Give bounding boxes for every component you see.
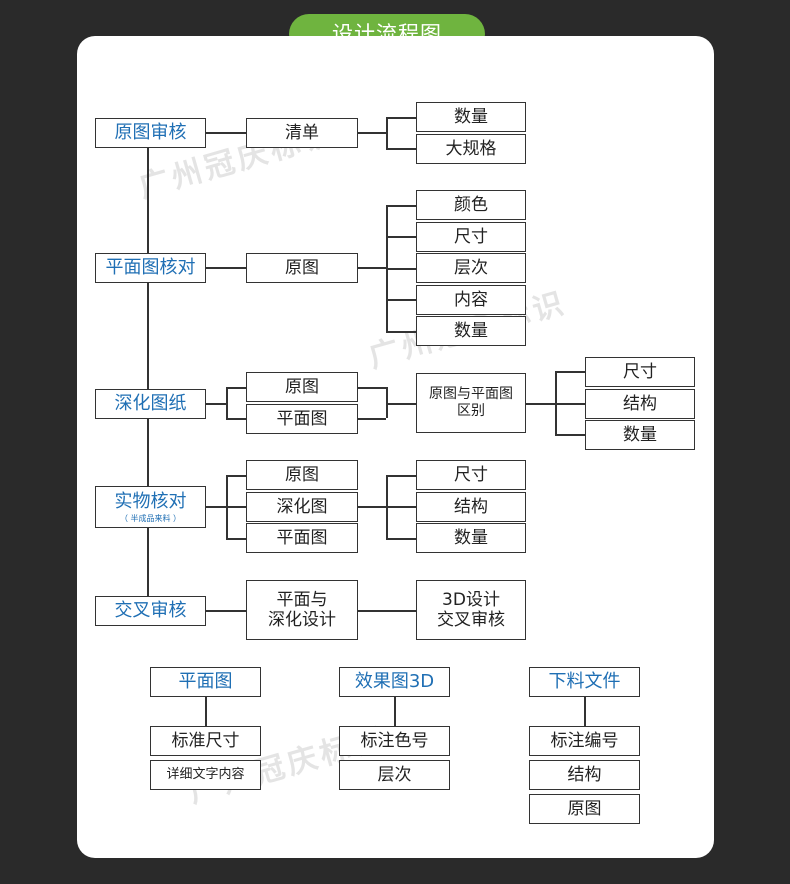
connector — [206, 610, 246, 612]
node-color: 颜色 — [416, 190, 526, 220]
node-size: 尺寸 — [416, 222, 526, 252]
connector — [226, 418, 246, 420]
node-large-spec: 大规格 — [416, 134, 526, 164]
connector — [555, 371, 585, 373]
node-original: 原图 — [246, 460, 358, 490]
connector — [358, 132, 386, 134]
mark-size: 标准尺寸 — [150, 726, 261, 756]
node-structure: 结构 — [416, 492, 526, 522]
node-plan: 平面图 — [246, 404, 358, 434]
node-quantity: 数量 — [585, 420, 695, 450]
stage-review-original: 原图审核 — [95, 118, 206, 148]
stage-physical-check: 实物核对 （ 半成品来料 ） — [95, 486, 206, 528]
stage-physical-check-note: （ 半成品来料 ） — [119, 513, 182, 523]
node-layer: 层次 — [416, 253, 526, 283]
mark-color: 标注色号 — [339, 726, 450, 756]
connector — [226, 506, 246, 508]
node-size: 尺寸 — [416, 460, 526, 490]
connector — [358, 387, 386, 389]
connector — [584, 696, 586, 726]
node-quantity: 数量 — [416, 316, 526, 346]
connector — [226, 387, 246, 389]
connector — [394, 696, 396, 726]
connector — [555, 403, 585, 405]
connector — [386, 506, 416, 508]
connector — [386, 538, 416, 540]
connector — [386, 236, 416, 238]
effect-3d-header: 效果图3D — [339, 667, 450, 697]
connector — [386, 299, 416, 301]
connector — [205, 696, 207, 726]
stage-plan-check: 平面图核对 — [95, 253, 206, 283]
connector — [206, 403, 226, 405]
connector — [206, 132, 246, 134]
node-size: 尺寸 — [585, 357, 695, 387]
connector — [555, 371, 557, 434]
connector — [358, 610, 416, 612]
connector — [525, 403, 555, 405]
stage-cross-review: 交叉审核 — [95, 596, 206, 626]
node-plan-deep-design: 平面与 深化设计 — [246, 580, 358, 640]
connector — [386, 387, 388, 418]
node-list: 清单 — [246, 118, 358, 148]
connector — [386, 117, 388, 148]
node-quantity: 数量 — [416, 523, 526, 553]
connector — [386, 148, 416, 150]
original: 原图 — [529, 794, 640, 824]
connector — [386, 475, 416, 477]
node-deepened: 深化图 — [246, 492, 358, 522]
spine-line — [147, 147, 149, 598]
connector — [226, 387, 228, 418]
file-header: 下料文件 — [529, 667, 640, 697]
node-original: 原图 — [246, 372, 358, 402]
connector — [226, 538, 246, 540]
node-content: 内容 — [416, 285, 526, 315]
layer: 层次 — [339, 760, 450, 790]
plan-header: 平面图 — [150, 667, 261, 697]
connector — [386, 117, 416, 119]
connector — [206, 267, 246, 269]
connector — [386, 268, 416, 270]
stage-physical-check-label: 实物核对 — [114, 490, 187, 512]
connector — [206, 506, 226, 508]
detail-text: 详细文字内容 — [150, 760, 261, 790]
mark-number: 标注编号 — [529, 726, 640, 756]
structure: 结构 — [529, 760, 640, 790]
connector — [386, 403, 416, 405]
connector — [358, 418, 386, 420]
connector — [555, 434, 585, 436]
node-3d-cross: 3D设计 交叉审核 — [416, 580, 526, 640]
node-quantity: 数量 — [416, 102, 526, 132]
connector — [386, 331, 416, 333]
node-original: 原图 — [246, 253, 358, 283]
connector — [226, 475, 246, 477]
connector — [358, 267, 386, 269]
node-plan: 平面图 — [246, 523, 358, 553]
connector — [358, 506, 386, 508]
node-structure: 结构 — [585, 389, 695, 419]
node-diff: 原图与平面图 区别 — [416, 373, 526, 433]
stage-deepen: 深化图纸 — [95, 389, 206, 419]
connector — [386, 205, 416, 207]
